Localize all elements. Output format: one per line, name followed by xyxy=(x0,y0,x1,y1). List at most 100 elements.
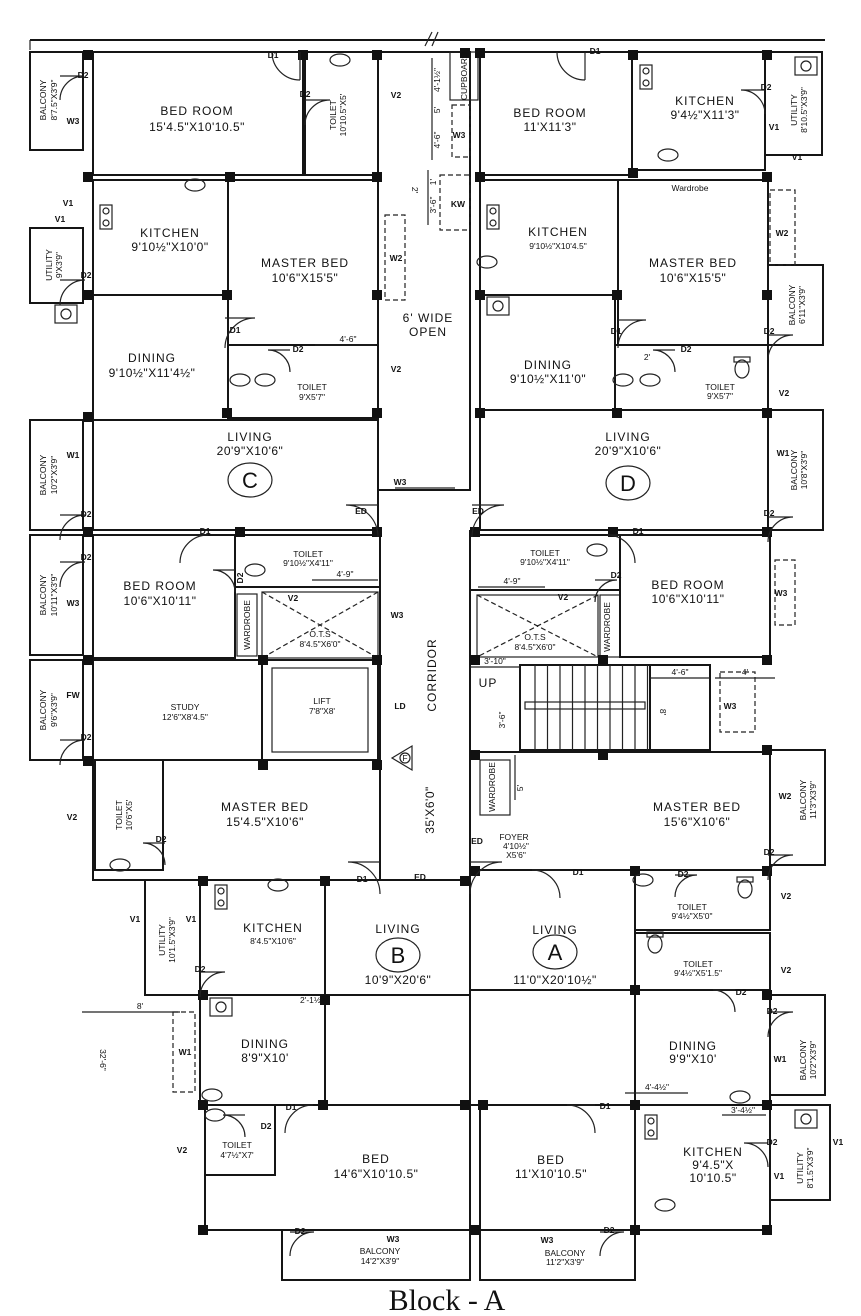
unit-c-badge-circle xyxy=(227,462,273,498)
units-C-ots-size-label: 8'4.5"X6'0" xyxy=(300,639,341,649)
opening-tag: W3 xyxy=(394,477,407,487)
opening-tag: W1 xyxy=(179,1047,192,1057)
burner-icon xyxy=(102,207,110,215)
units-D-kitchen-2-size-label: 9'10½"X10'4.5" xyxy=(529,241,587,251)
stove-icon xyxy=(639,64,653,90)
sink-icon xyxy=(254,373,276,387)
door-swing xyxy=(267,349,291,373)
units-A-balcony-2-name-label: BALCONY xyxy=(798,1039,808,1080)
toilet-icon xyxy=(734,359,750,379)
units-D-wardrobe: Wardrobe xyxy=(671,183,708,193)
opening-tag: D2 xyxy=(681,344,692,354)
opening-tag: D2 xyxy=(764,326,775,336)
opening-tag: W2 xyxy=(390,253,403,263)
dimension-label: 8' xyxy=(137,1001,144,1011)
opening-tag: ED xyxy=(414,872,426,882)
opening-tag: W2 xyxy=(776,228,789,238)
column xyxy=(372,760,382,770)
common-open-1: 6' WIDE xyxy=(403,311,454,325)
opening-tag: W3 xyxy=(387,1234,400,1244)
units-D-toilet-1-size-label: 9'X5'7" xyxy=(707,391,733,401)
column xyxy=(598,655,608,665)
units-C-ots-name-label: O.T.S xyxy=(309,629,331,639)
column xyxy=(222,290,232,300)
common-up: UP xyxy=(479,676,498,690)
units-D-dining-size-label: 9'10½"X11'0" xyxy=(510,372,586,386)
door-swing xyxy=(767,516,794,543)
sink-icon xyxy=(654,1198,676,1212)
door-swing xyxy=(142,842,166,866)
sink-icon xyxy=(109,858,131,872)
door-swing xyxy=(289,1231,315,1257)
washing-machine-drum-icon xyxy=(215,1001,227,1013)
common-open-2: OPEN xyxy=(409,325,447,339)
washing-machine-icon xyxy=(54,304,78,324)
units-C-balcony-3-name-label: BALCONY xyxy=(38,574,48,615)
column xyxy=(320,995,330,1005)
units-D-kitchen-1-size-label: 9'4½"X11'3" xyxy=(670,108,739,122)
column xyxy=(83,655,93,665)
washing-machine-icon xyxy=(486,296,510,316)
toilet-icon xyxy=(737,879,753,899)
column xyxy=(762,866,772,876)
toilet-tank-icon xyxy=(733,356,751,363)
column xyxy=(460,876,470,886)
door-swing xyxy=(347,861,381,895)
column xyxy=(320,876,330,886)
units-B-toilet-2-size-label: 4'7½"X7' xyxy=(220,1150,254,1160)
units-D-bed-room-size-label: 11'X11'3" xyxy=(524,120,577,134)
column xyxy=(198,1225,208,1235)
burner-icon xyxy=(647,1129,655,1137)
dimension-label: 4'-4½" xyxy=(645,1082,669,1092)
units-C-badge-letter: C xyxy=(242,468,258,493)
units-B-dining-size-label: 8'9"X10' xyxy=(241,1051,289,1065)
opening-tag: W2 xyxy=(779,791,792,801)
opening-tag: D1 xyxy=(268,50,279,60)
column xyxy=(598,750,608,760)
opening-tag: V2 xyxy=(781,965,792,975)
opening-tag: D2 xyxy=(195,964,206,974)
column xyxy=(372,408,382,418)
opening-tag: ED xyxy=(471,836,483,846)
units-D-toilet-2-size-label: 9'10½"X4'11" xyxy=(520,557,570,567)
opening-tag: D2 xyxy=(293,344,304,354)
units-B-bed-name-label: BED xyxy=(362,1152,390,1166)
units-C-bed-room-size-label: 15'4.5"X10'10.5" xyxy=(149,120,245,134)
column xyxy=(83,290,93,300)
units-A-kitchen-size-label: 10'10.5" xyxy=(689,1171,736,1185)
opening-tag: V2 xyxy=(391,364,402,374)
units-B-bed-size-label: 14'6"X10'10.5" xyxy=(334,1167,419,1181)
column xyxy=(83,172,93,182)
unit-a-badge-circle xyxy=(532,934,578,970)
column xyxy=(762,50,772,60)
opening-tag: D2 xyxy=(81,509,92,519)
units-B-living-name-label: LIVING xyxy=(375,922,420,936)
column xyxy=(612,408,622,418)
door-swing xyxy=(599,1231,625,1257)
burner-icon xyxy=(217,899,225,907)
units-A-living-name-label: LIVING xyxy=(532,923,577,937)
opening-tag: D2 xyxy=(764,847,775,857)
door-swings xyxy=(59,51,794,1257)
units-A-living-size-label: 11'0"X20'10½" xyxy=(513,973,596,987)
door-swing xyxy=(674,874,698,898)
door-swing xyxy=(531,869,561,899)
door-swing xyxy=(284,1104,314,1134)
units-D-living-size-label: 20'9"X10'6" xyxy=(595,444,662,458)
units-C-balcony-1-size-label: 8'7.5"X3'9" xyxy=(49,80,59,121)
column xyxy=(225,172,235,182)
column xyxy=(198,990,208,1000)
units-C-toilet-1-name-label: TOILET xyxy=(328,100,338,130)
door-swing xyxy=(767,1011,794,1038)
dimension-label: 32'-6" xyxy=(98,1049,108,1071)
door-swing xyxy=(740,89,766,115)
units-B-toilet-1-name-label: TOILET xyxy=(114,800,124,830)
column xyxy=(258,655,268,665)
column xyxy=(762,745,772,755)
column xyxy=(470,1225,480,1235)
door-swing xyxy=(59,75,85,101)
common-cupboard: CUPBOARD xyxy=(459,52,469,100)
common-kw: KW xyxy=(451,199,466,209)
opening-tag: FW xyxy=(66,690,80,700)
toilet-tank-icon xyxy=(646,931,664,938)
